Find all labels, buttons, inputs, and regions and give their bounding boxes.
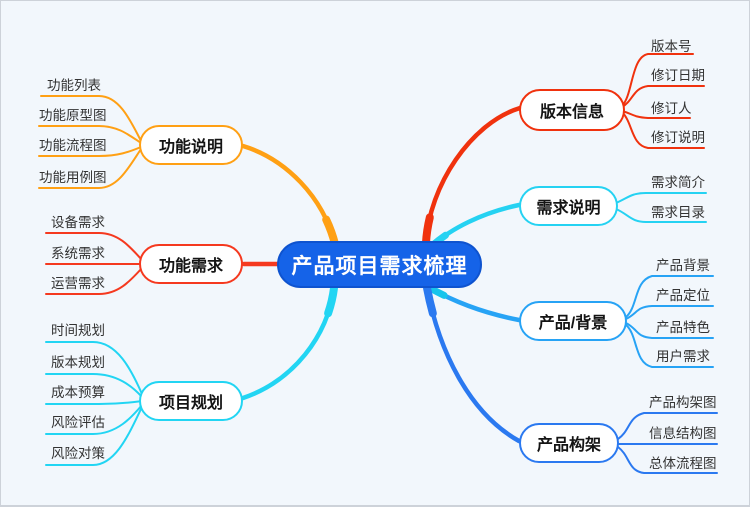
child-topic[interactable]: 需求目录 <box>651 205 705 220</box>
fan-feature-description <box>38 95 142 189</box>
child-topic[interactable]: 修订说明 <box>651 130 705 145</box>
child-connector <box>45 232 143 261</box>
child-topic[interactable]: 信息结构图 <box>649 426 717 441</box>
child-topic[interactable]: 功能原型图 <box>39 108 107 123</box>
fan-product-architecture <box>617 412 718 474</box>
child-topic[interactable]: 风险评估 <box>51 415 105 430</box>
trunk-feature-description-taper <box>239 142 339 248</box>
child-connector <box>40 95 142 142</box>
child-connector <box>625 324 714 368</box>
child-topic[interactable]: 功能用例图 <box>39 170 107 185</box>
child-connector <box>45 404 143 435</box>
trunk-product-background-taper <box>426 284 523 324</box>
child-connector <box>621 111 705 149</box>
child-connector <box>45 400 143 405</box>
fan-feature-requirements <box>45 232 143 295</box>
child-topic[interactable]: 设备需求 <box>51 215 105 230</box>
child-topic[interactable]: 产品特色 <box>656 320 710 335</box>
child-connector <box>38 146 142 157</box>
central-topic[interactable]: 产品项目需求梳理 <box>277 241 482 288</box>
child-connector <box>38 125 142 144</box>
child-topic[interactable]: 修订人 <box>651 101 692 116</box>
child-topic[interactable]: 版本号 <box>651 39 692 54</box>
fan-version-info <box>621 53 705 149</box>
child-connector <box>38 148 142 189</box>
child-topic[interactable]: 风险对策 <box>51 446 105 461</box>
child-connector <box>45 406 143 466</box>
trunk-requirement-description-taper <box>429 201 523 249</box>
trunk-version-info-taper <box>422 104 524 247</box>
fan-requirement-description <box>615 192 707 223</box>
trunk-feature-description <box>240 143 338 247</box>
branch-version-info[interactable]: 版本信息 <box>519 89 625 131</box>
child-topic[interactable]: 修订日期 <box>651 68 705 83</box>
child-topic[interactable]: 功能列表 <box>47 78 101 93</box>
child-connector <box>621 110 691 119</box>
trunk-project-planning-taper <box>239 284 338 402</box>
branch-feature-requirements[interactable]: 功能需求 <box>139 244 243 284</box>
child-topic[interactable]: 系统需求 <box>51 246 105 261</box>
branch-product-architecture[interactable]: 产品构架 <box>519 423 619 463</box>
child-topic[interactable]: 产品定位 <box>656 288 710 303</box>
child-connector <box>615 208 707 223</box>
branch-product-background[interactable]: 产品/背景 <box>519 301 627 341</box>
child-topic[interactable]: 功能流程图 <box>39 138 107 153</box>
child-connector <box>621 85 705 108</box>
child-topic[interactable]: 需求简介 <box>651 175 705 190</box>
trunk-version-info <box>423 105 523 246</box>
child-connector <box>625 275 714 318</box>
trunk-product-architecture <box>424 285 522 444</box>
child-connector <box>617 446 718 474</box>
child-connector <box>615 192 707 204</box>
child-topic[interactable]: 总体流程图 <box>649 456 717 471</box>
child-connector <box>617 412 718 440</box>
branch-feature-description[interactable]: 功能说明 <box>139 125 243 165</box>
child-connector <box>621 53 694 107</box>
child-topic[interactable]: 产品背景 <box>656 258 710 273</box>
child-connector <box>45 341 143 395</box>
child-connector <box>45 373 143 398</box>
child-topic[interactable]: 运营需求 <box>51 276 105 291</box>
child-connector <box>625 322 714 339</box>
child-topic[interactable]: 成本预算 <box>51 385 105 400</box>
fan-product-background <box>625 275 714 368</box>
child-topic[interactable]: 用户需求 <box>656 349 710 364</box>
child-connector <box>45 267 143 295</box>
child-topic[interactable]: 版本规划 <box>51 355 105 370</box>
child-connector <box>625 305 714 320</box>
branch-requirement-description[interactable]: 需求说明 <box>519 186 618 226</box>
child-topic[interactable]: 时间规划 <box>51 323 105 338</box>
child-topic[interactable]: 产品构架图 <box>649 395 717 410</box>
branch-project-planning[interactable]: 项目规划 <box>139 381 243 421</box>
trunk-project-planning <box>240 285 337 401</box>
trunk-product-architecture-taper <box>423 284 523 445</box>
